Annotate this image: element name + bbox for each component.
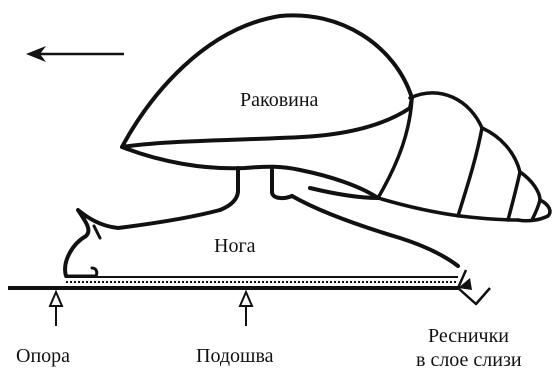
cilia-pointer-arrow-icon <box>458 270 490 304</box>
sole-label: Подошва <box>196 345 274 367</box>
movement-direction-arrow-icon <box>26 46 124 62</box>
support-pointer-arrow-icon <box>50 292 62 326</box>
foot-head-outline <box>65 210 220 276</box>
cilia-label-line2: в слое слизи <box>416 349 522 371</box>
foot-label: Нога <box>214 235 256 257</box>
cilia-label-line1: Реснички <box>428 325 509 347</box>
tentacle <box>94 226 100 238</box>
shell-label: Раковина <box>240 89 319 111</box>
support-label: Опора <box>16 345 70 367</box>
shell-underside <box>122 147 378 198</box>
shell-dome <box>122 15 412 147</box>
sole-pointer-arrow-icon <box>240 292 252 326</box>
mouth-lip <box>66 268 97 276</box>
body-stalk <box>220 168 458 266</box>
